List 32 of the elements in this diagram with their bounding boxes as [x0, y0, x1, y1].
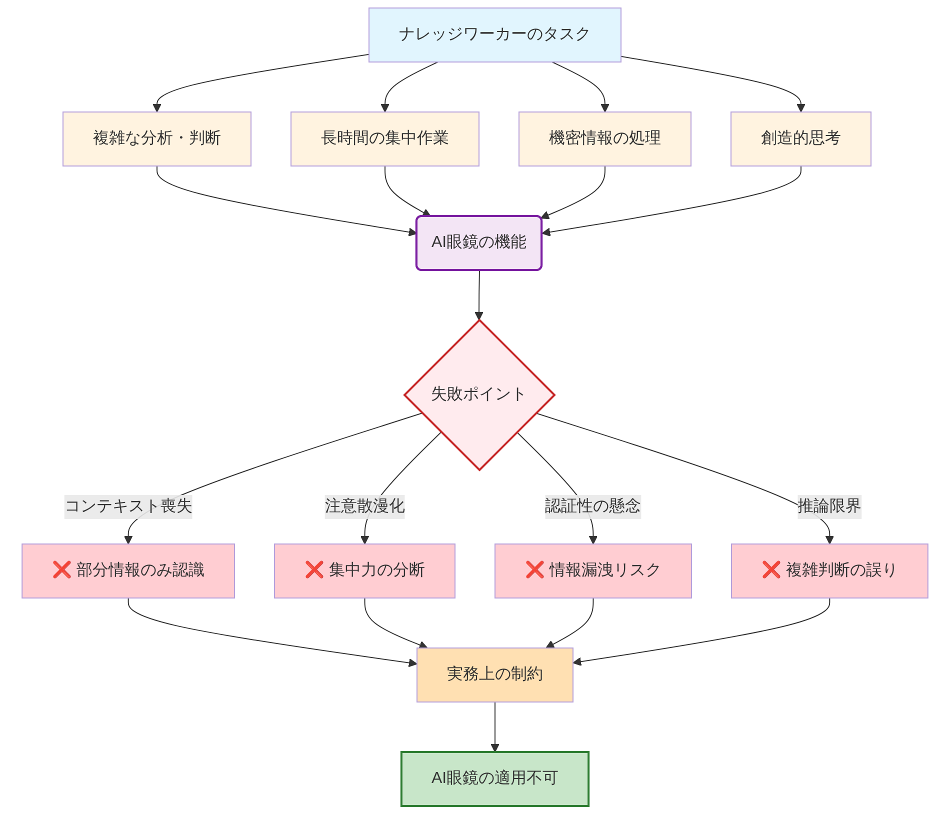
arrow — [542, 166, 802, 236]
edge-label: 認証性の懸念 — [545, 498, 642, 515]
arrow — [380, 62, 438, 112]
edge-label: コンテキスト喪失 — [64, 498, 192, 515]
node-box: ❌ 複雑判断の誤り — [730, 544, 928, 598]
arrow — [540, 166, 606, 220]
edge-label: 推論限界 — [798, 498, 862, 515]
arrow — [620, 56, 806, 112]
arrow — [546, 598, 594, 648]
edge-label: 注意散漫化 — [324, 498, 405, 515]
node-box: 複雑な分析・判断 — [62, 112, 252, 166]
arrow — [535, 412, 834, 544]
node-box: 実務上の制約 — [416, 648, 574, 702]
arrow — [156, 166, 418, 236]
node-box: ❌ 部分情報のみ認識 — [22, 544, 236, 598]
node-box: 創造的思考 — [730, 112, 872, 166]
node-box: ナレッジワーカーのタスク — [368, 8, 622, 62]
arrow — [128, 598, 418, 668]
node-box: 長時間の集中作業 — [290, 112, 480, 166]
arrow — [364, 598, 428, 650]
arrow — [124, 412, 423, 544]
node-box: ❌ 情報漏洩リスク — [494, 544, 692, 598]
node-box: AI眼鏡の適用不可 — [400, 751, 590, 807]
node-diamond: 失敗ポイント — [403, 318, 556, 472]
arrow — [490, 702, 500, 752]
arrow — [572, 598, 830, 666]
arrow — [152, 54, 370, 112]
arrow — [552, 62, 610, 112]
node-box: 機密情報の処理 — [518, 112, 692, 166]
arrow — [384, 166, 432, 217]
arrow — [474, 270, 484, 320]
node-box: ❌ 集中力の分断 — [274, 544, 456, 598]
